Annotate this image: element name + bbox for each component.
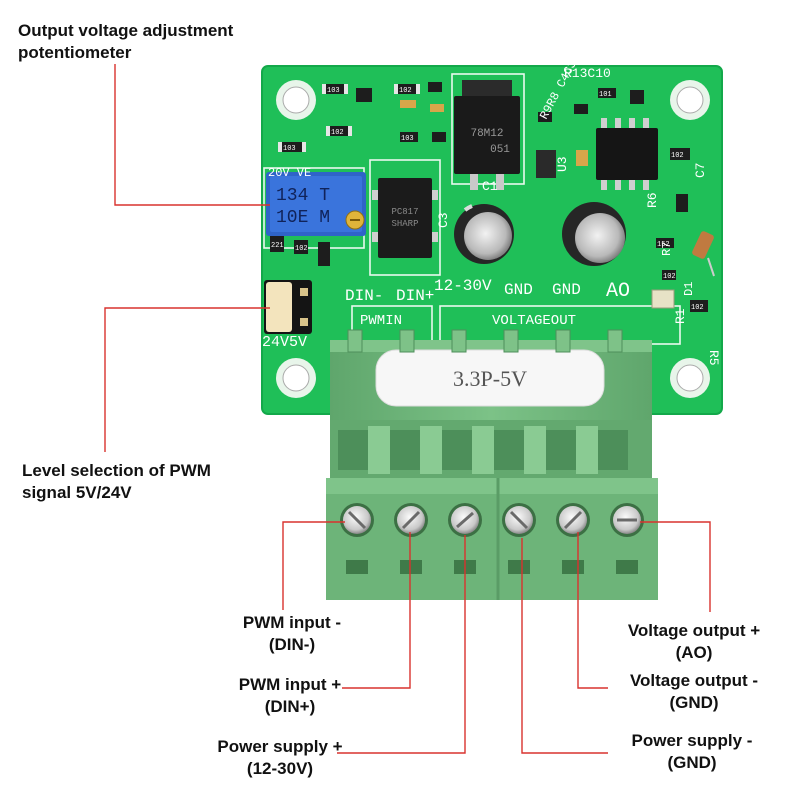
svg-text:SHARP: SHARP	[391, 219, 418, 229]
svg-text:102: 102	[295, 245, 308, 253]
callout-vout-plus-line2: (AO)	[675, 643, 713, 662]
svg-text:102: 102	[331, 129, 344, 137]
callout-pwm-plus: PWM input + (DIN+)	[220, 674, 360, 718]
mounting-holes	[276, 80, 710, 398]
level-jumper	[264, 280, 312, 334]
svg-text:10E M: 10E M	[276, 208, 330, 228]
callout-pwm-minus-line2: (DIN-)	[268, 635, 316, 654]
optocoupler: PC817 SHARP	[372, 178, 438, 258]
callout-power-minus-line2: (GND)	[667, 753, 717, 772]
svg-text:R6: R6	[645, 192, 660, 208]
resistor-codes: 103 102 102 103 221 102 103 102 152 102 …	[271, 87, 704, 312]
callout-vout-minus: Voltage output - (GND)	[608, 670, 780, 714]
callout-potentiometer-line1: Output voltage adjustment	[18, 21, 234, 40]
leader-potentiometer	[114, 64, 270, 206]
callout-power-plus: Power supply + (12-30V)	[196, 736, 364, 780]
svg-text:C3: C3	[436, 212, 451, 228]
svg-text:R5: R5	[706, 350, 721, 366]
leader-level-selection	[104, 307, 270, 452]
callout-vout-minus-line1: Voltage output -	[629, 671, 759, 690]
leader-pwm-minus	[282, 521, 345, 610]
svg-text:102: 102	[671, 152, 684, 160]
capacitor-c2	[454, 204, 514, 264]
ic-u3	[596, 118, 658, 190]
terminal-rating-label: 3.3P-5V	[453, 366, 527, 391]
callout-vout-plus-line1: Voltage output +	[627, 621, 761, 640]
svg-text:PC817: PC817	[391, 207, 418, 217]
terminal-screws	[340, 503, 644, 537]
trimmer-potentiometer: 134 T 10E M	[266, 172, 366, 236]
leader-power-minus	[521, 538, 608, 754]
callout-potentiometer-line2: potentiometer	[18, 43, 132, 62]
svg-text:134 T: 134 T	[276, 186, 330, 206]
svg-text:101: 101	[599, 91, 612, 99]
leader-vout-minus	[577, 532, 608, 689]
callout-level-selection: Level selection of PWM signal 5V/24V	[22, 460, 211, 504]
svg-text:20V VE: 20V VE	[268, 166, 311, 180]
svg-text:DIN-: DIN-	[345, 287, 383, 305]
callout-pwm-minus: PWM input - (DIN-)	[222, 612, 362, 656]
callout-vout-plus: Voltage output + (AO)	[608, 620, 780, 664]
svg-text:24V5V: 24V5V	[262, 334, 307, 351]
svg-text:103: 103	[283, 145, 296, 153]
svg-text:U3: U3	[555, 156, 570, 172]
svg-text:051: 051	[490, 144, 510, 156]
callout-pwm-plus-line2: (DIN+)	[264, 697, 316, 716]
capacitor-c5	[562, 202, 626, 266]
callout-level-selection-line2: signal 5V/24V	[22, 483, 132, 502]
svg-text:152: 152	[657, 241, 670, 249]
svg-text:C7: C7	[693, 162, 708, 178]
leader-pwm-plus	[342, 532, 411, 689]
svg-text:PWMIN: PWMIN	[360, 313, 402, 329]
callout-pwm-minus-line1: PWM input -	[242, 613, 342, 632]
leader-lines	[104, 64, 711, 754]
callout-power-minus-line1: Power supply -	[631, 731, 753, 750]
diode	[692, 231, 715, 277]
svg-text:DIN+: DIN+	[396, 287, 434, 305]
svg-text:AO: AO	[606, 280, 630, 303]
terminal-block: 3.3P-5V	[326, 329, 658, 600]
svg-text:R7: R7	[660, 242, 674, 256]
leader-vout-plus	[640, 521, 711, 612]
leader-power-plus	[337, 535, 466, 754]
callout-power-minus: Power supply - (GND)	[606, 730, 778, 774]
callout-pwm-plus-line1: PWM input +	[238, 675, 342, 694]
svg-text:D1: D1	[682, 282, 696, 296]
callout-level-selection-line1: Level selection of PWM	[22, 461, 211, 480]
svg-text:103: 103	[327, 87, 340, 95]
svg-text:GND: GND	[504, 281, 533, 299]
callout-power-plus-line2: (12-30V)	[246, 759, 314, 778]
svg-text:C1: C1	[482, 179, 498, 194]
callout-power-plus-line1: Power supply +	[217, 737, 343, 756]
svg-text:102: 102	[399, 87, 412, 95]
svg-text:221: 221	[271, 242, 284, 250]
smd-components	[270, 82, 708, 312]
svg-text:102: 102	[663, 273, 676, 281]
svg-text:12-30V: 12-30V	[434, 277, 492, 295]
svg-text:102: 102	[691, 304, 704, 312]
svg-text:R1: R1	[673, 308, 688, 324]
svg-text:78M12: 78M12	[470, 128, 503, 140]
svg-text:R13C10: R13C10	[564, 66, 611, 81]
callout-potentiometer: Output voltage adjustment potentiometer	[18, 20, 233, 64]
voltage-regulator: 78M12 051	[454, 80, 520, 190]
callout-vout-minus-line2: (GND)	[669, 693, 719, 712]
svg-text:GND: GND	[552, 281, 581, 299]
svg-text:VOLTAGEOUT: VOLTAGEOUT	[492, 313, 576, 329]
svg-text:103: 103	[401, 135, 414, 143]
